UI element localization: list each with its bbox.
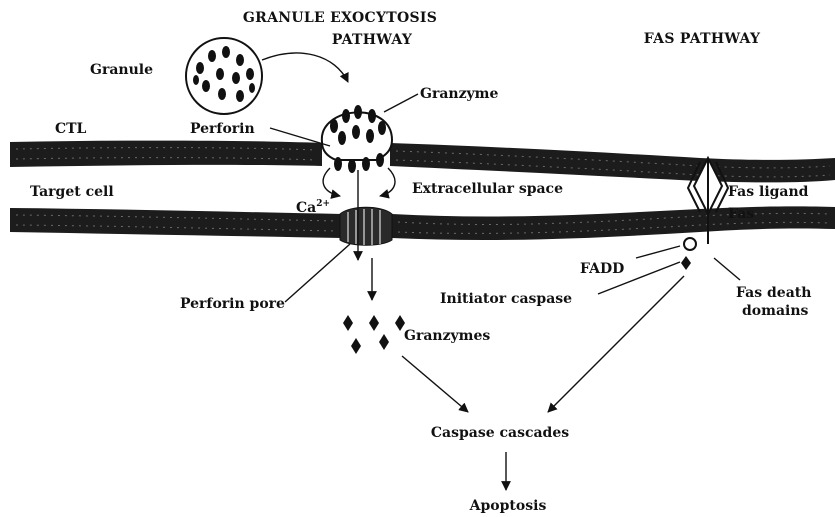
fas-death-domains-label-line1: Fas death — [736, 285, 811, 301]
fas-death-domains-label-line2: domains — [742, 303, 809, 319]
fadd-label: FADD — [580, 261, 624, 277]
granzymes-to-caspase-arrow — [402, 356, 468, 412]
fas-pathway-header: FAS PATHWAY — [644, 31, 761, 47]
perforin-pore-shape — [340, 207, 392, 245]
granule-pathway-header-line1: GRANULE EXOCYTOSIS — [243, 10, 437, 26]
target-cell-label: Target cell — [30, 184, 114, 200]
ctl-label: CTL — [55, 121, 87, 137]
granule-label: Granule — [90, 62, 153, 78]
fas-label: Fas — [728, 206, 754, 222]
target-cell-membrane — [10, 206, 835, 240]
fused-granule-icon — [322, 105, 392, 173]
fas-ligand-label: Fas ligand — [728, 184, 809, 200]
granzymes-icon — [343, 315, 405, 354]
granzyme-label: Granzyme — [420, 86, 498, 102]
caspase-cascades-label: Caspase cascades — [431, 425, 569, 441]
initiator-caspase-label: Initiator caspase — [440, 291, 572, 307]
perforin-pore-label: Perforin pore — [180, 296, 285, 312]
fadd-pointer — [636, 246, 680, 258]
granzyme-pointer — [384, 94, 418, 112]
extracellular-space-label: Extracellular space — [412, 181, 563, 197]
perforin-label: Perforin — [190, 121, 255, 137]
granule-icon — [186, 38, 262, 114]
calcium-label: Ca2+ — [296, 199, 330, 216]
fas-death-domains-pointer — [714, 258, 740, 280]
granule-fusion-arrow — [262, 53, 348, 82]
perforin-pore-pointer — [285, 244, 350, 302]
apoptosis-label: Apoptosis — [469, 498, 547, 514]
perforin-strands — [323, 168, 395, 196]
granzymes-label: Granzymes — [404, 328, 490, 344]
granule-pathway-header-line2: PATHWAY — [332, 32, 413, 48]
